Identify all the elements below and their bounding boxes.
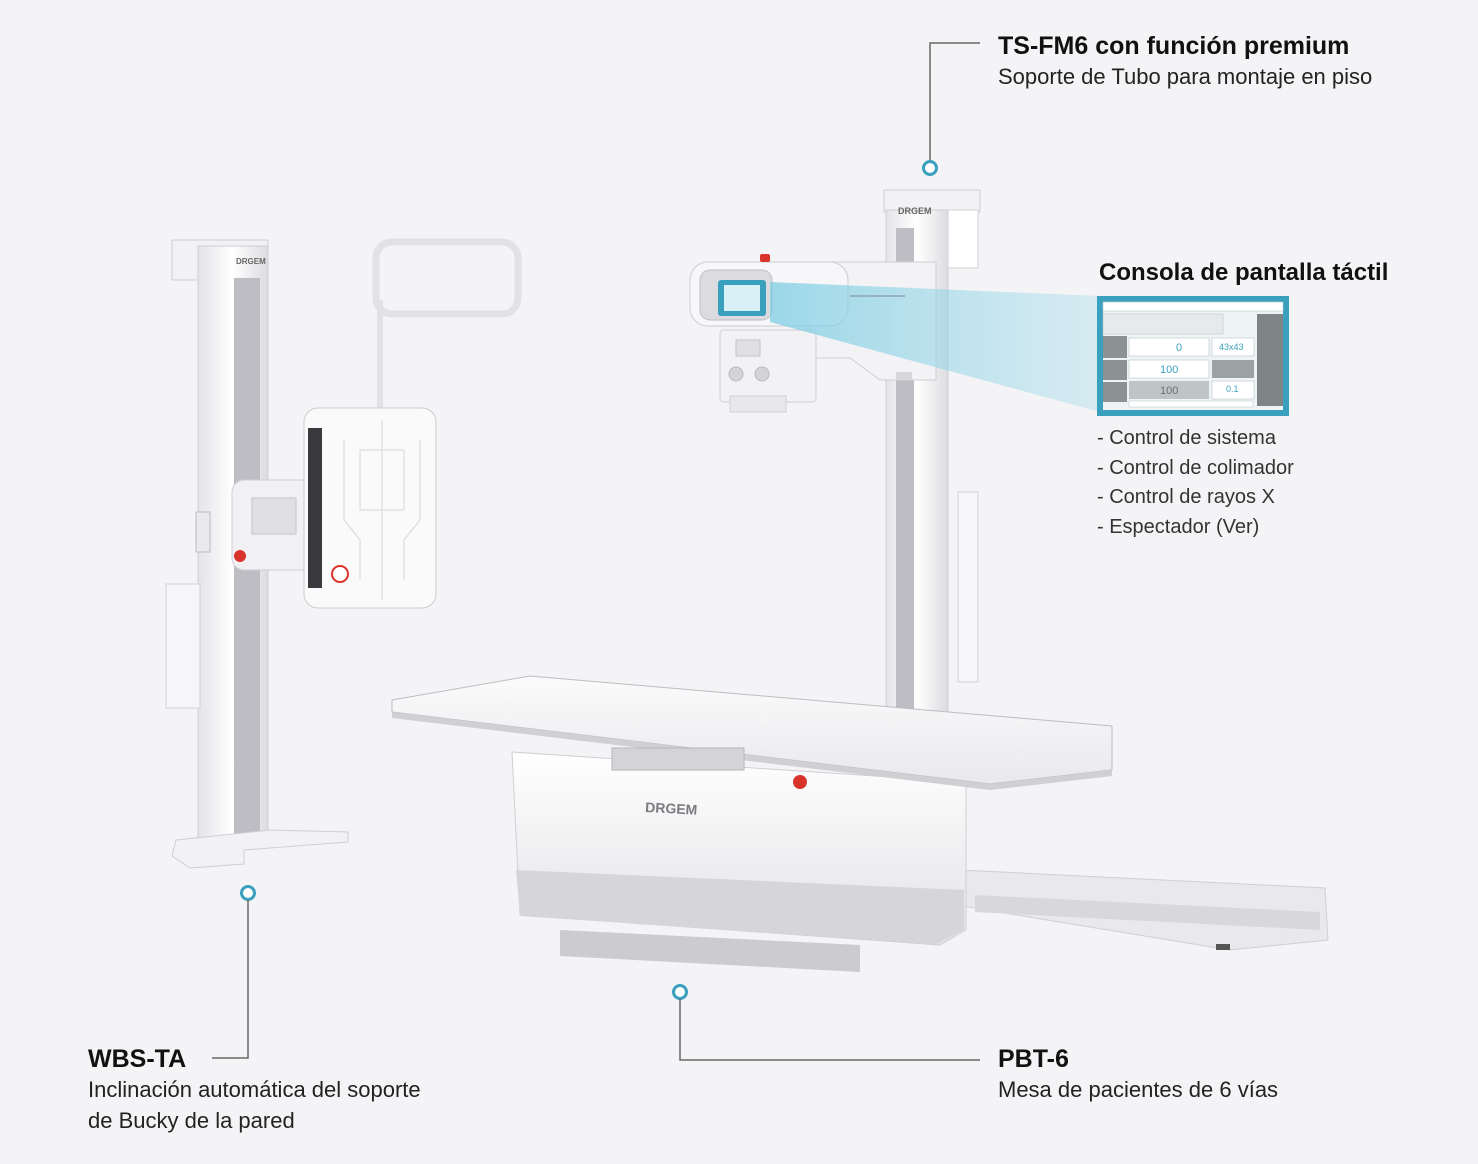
patient-table-callout: PBT-6 Mesa de pacientes de 6 vías <box>998 1044 1278 1105</box>
console-feature-list: - Control de sistema - Control de colima… <box>1097 424 1294 542</box>
screen-kv-value: 100 <box>1160 364 1178 376</box>
patient-table-leader <box>672 984 980 1061</box>
wall-detector <box>195 238 522 609</box>
wall-stand-subtitle-line: de Bucky de la pared <box>88 1108 295 1133</box>
screen-field-size: 43x43 <box>1219 342 1244 352</box>
console-feature-item: - Espectador (Ver) <box>1097 515 1260 538</box>
table-top <box>391 675 1113 790</box>
tube-stand-leader <box>922 42 980 176</box>
console-feature-item: - Control de colimador <box>1097 456 1294 479</box>
wall-stand-logo: DRGEM <box>236 257 266 266</box>
table-floor-rail <box>959 869 1329 951</box>
console-title: Consola de pantalla táctil <box>1099 259 1389 286</box>
wall-stand-leader <box>212 885 256 1059</box>
wall-stand-subtitle-line: Inclinación automática del soporte <box>88 1077 421 1102</box>
screen-ms-value: 0.1 <box>1226 384 1239 394</box>
touch-console-screen: 0 43x43 100 100 0.1 <box>1097 296 1289 416</box>
console-callout: Consola de pantalla táctil <box>1099 258 1388 288</box>
console-highlight-beam <box>770 282 1100 412</box>
table-base: DRGEM <box>511 751 967 972</box>
tube-stand-subtitle: Soporte de Tubo para montaje en piso <box>998 64 1373 89</box>
screen-angle-value: 0 <box>1176 342 1182 354</box>
patient-table-title: PBT-6 <box>998 1045 1069 1073</box>
screen-ma-value: 100 <box>1160 385 1178 397</box>
patient-table-subtitle: Mesa de pacientes de 6 vías <box>998 1077 1279 1102</box>
console-feature-item: - Control de rayos X <box>1097 486 1275 508</box>
tube-stand-logo: DRGEM <box>898 206 932 216</box>
wall-stand-callout: WBS-TA Inclinación automática del soport… <box>88 1044 421 1136</box>
console-feature-item: - Control de sistema <box>1097 427 1276 449</box>
tube-stand-callout: TS-FM6 con función premium Soporte de Tu… <box>998 31 1372 92</box>
table-logo: DRGEM <box>645 799 698 818</box>
tube-stand-title: TS-FM6 con función premium <box>998 32 1350 60</box>
wall-stand-title: WBS-TA <box>88 1045 187 1073</box>
